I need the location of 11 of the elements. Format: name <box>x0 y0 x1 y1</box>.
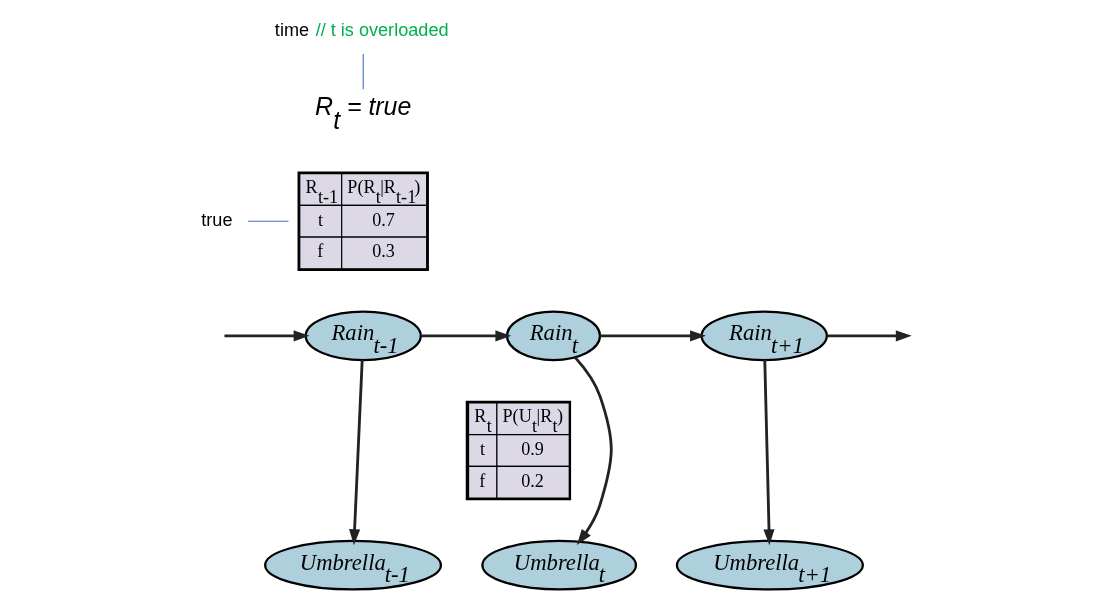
connector <box>246 220 289 222</box>
arrow <box>348 359 364 546</box>
node-text: true <box>200 209 232 230</box>
node-text: time // t is overloaded <box>274 20 449 41</box>
arrow <box>573 356 613 546</box>
arrow <box>223 330 309 342</box>
arrow <box>826 330 912 342</box>
arrow <box>599 330 706 342</box>
connector <box>362 53 364 90</box>
arrow <box>420 330 511 342</box>
arrow <box>762 360 775 546</box>
